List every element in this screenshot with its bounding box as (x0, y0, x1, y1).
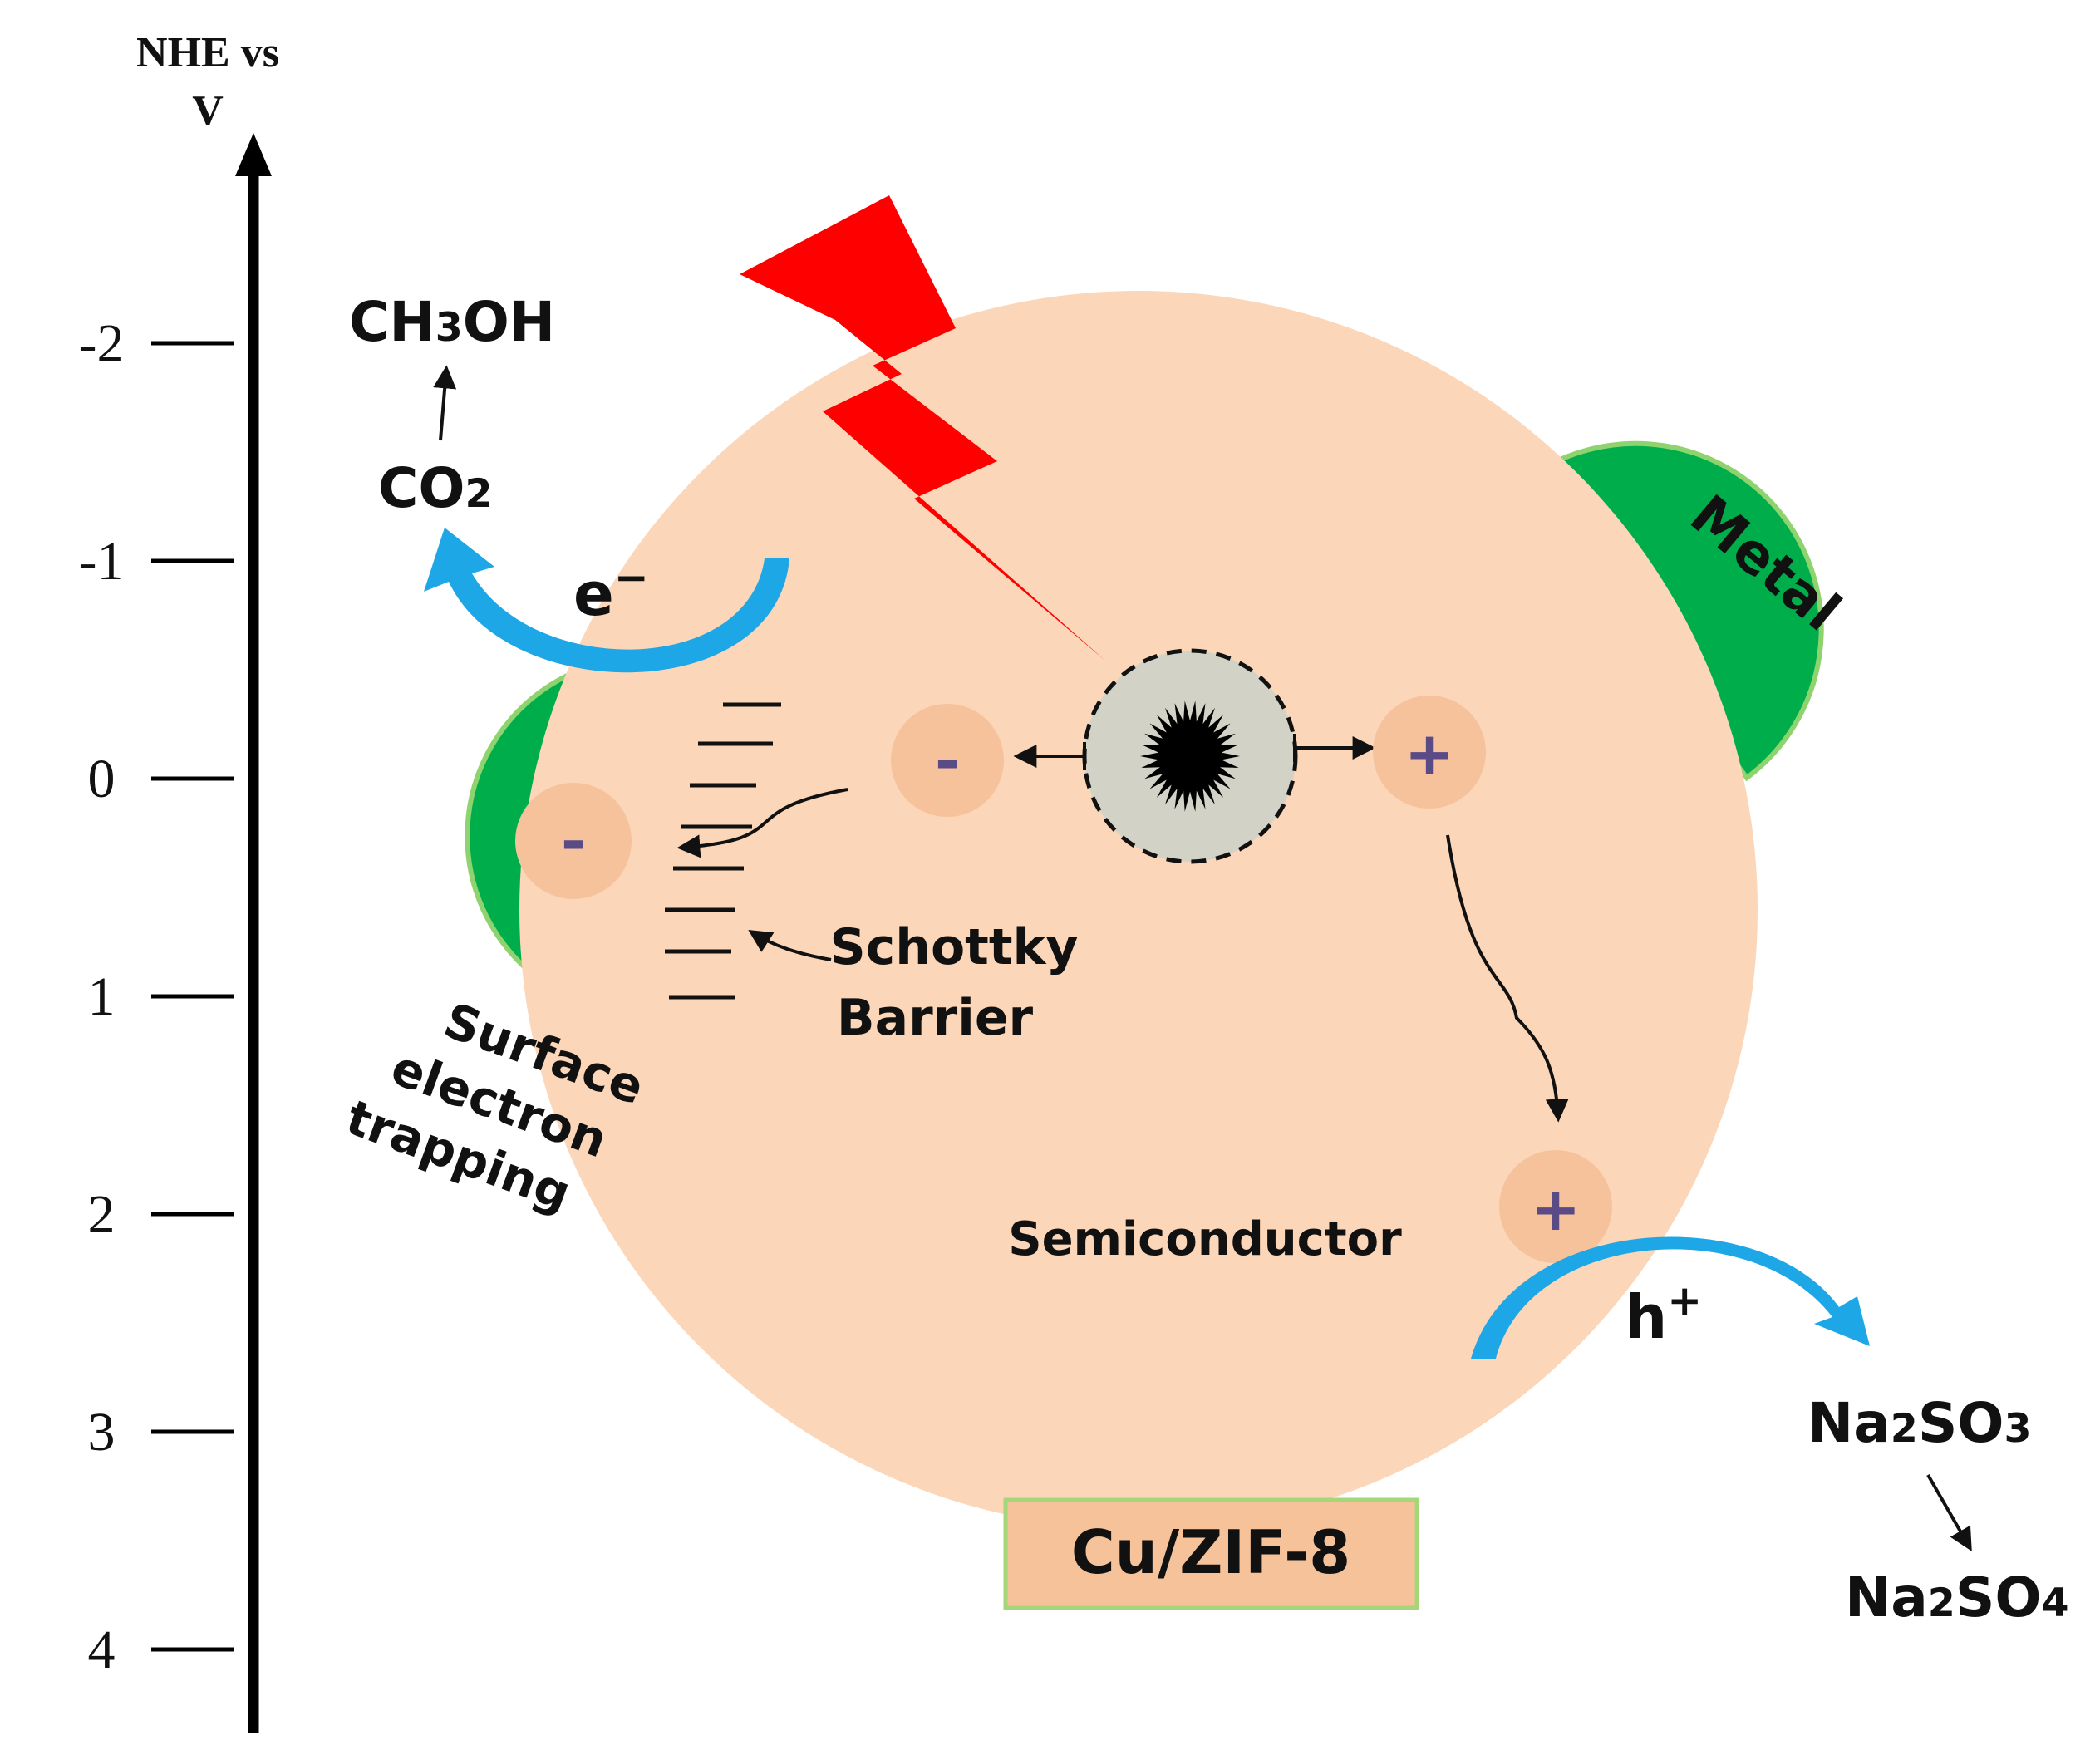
ch3oh-label: CH3OH (349, 290, 555, 354)
electron-label: e− (573, 553, 649, 629)
electron-flow-arrow (424, 528, 789, 673)
schottky-label-line1: Schottky (829, 918, 1078, 976)
axis-arrowhead (235, 133, 272, 176)
electron-charge-center: - (891, 704, 1004, 817)
electron-charge-trapped: - (515, 783, 632, 899)
svg-text:-: - (561, 806, 586, 876)
axis-tick-label: 1 (88, 966, 116, 1027)
axis-title-line2: V (192, 87, 224, 135)
schottky-pointer-arrow (748, 929, 832, 961)
light-lightning-bolt (740, 195, 1105, 661)
energy-axis: NHE vs V -2 -1 0 1 2 3 4 (79, 29, 279, 1733)
catalyst-label-box: Cu/ZIF-8 (1003, 1497, 1419, 1610)
axis-tick-label: 2 (88, 1184, 116, 1245)
na2so3-label: Na2SO3 (1807, 1391, 2032, 1455)
hole-charge-surface: + (1499, 1150, 1612, 1263)
hole-label: h+ (1625, 1276, 1702, 1352)
catalyst-label: Cu/ZIF-8 (1071, 1517, 1350, 1587)
hole-charge-center: + (1373, 696, 1486, 809)
starburst-icon (1140, 701, 1240, 812)
axis-tick-label: 4 (88, 1620, 116, 1680)
schottky-barrier-lines (665, 702, 781, 1000)
hole-flow-arrow (1471, 1236, 1870, 1359)
semiconductor-label: Semiconductor (1008, 1212, 1402, 1266)
axis-tick-label: 0 (88, 749, 116, 809)
semiconductor-particle (519, 291, 1758, 1529)
electron-transfer-arrow (676, 788, 848, 858)
hole-transfer-arrow (1446, 834, 1569, 1123)
co2-to-ch3oh-arrow (433, 365, 457, 441)
svg-text:+: + (1531, 1174, 1581, 1244)
schottky-label-line2: Barrier (837, 989, 1034, 1047)
axis-tick-label: -2 (79, 313, 125, 374)
na2so4-label: Na2SO4 (1845, 1566, 2069, 1630)
svg-text:+: + (1404, 719, 1454, 789)
axis-tick-label: 3 (88, 1402, 116, 1463)
svg-text:-: - (935, 725, 960, 795)
axis-ticks: -2 -1 0 1 2 3 4 (79, 313, 234, 1680)
na2so3-to-na2so4-arrow (1926, 1474, 1972, 1551)
axis-tick-label: -1 (79, 531, 125, 592)
axis-title-line1: NHE vs (136, 29, 279, 76)
co2-label: CO2 (378, 456, 493, 520)
